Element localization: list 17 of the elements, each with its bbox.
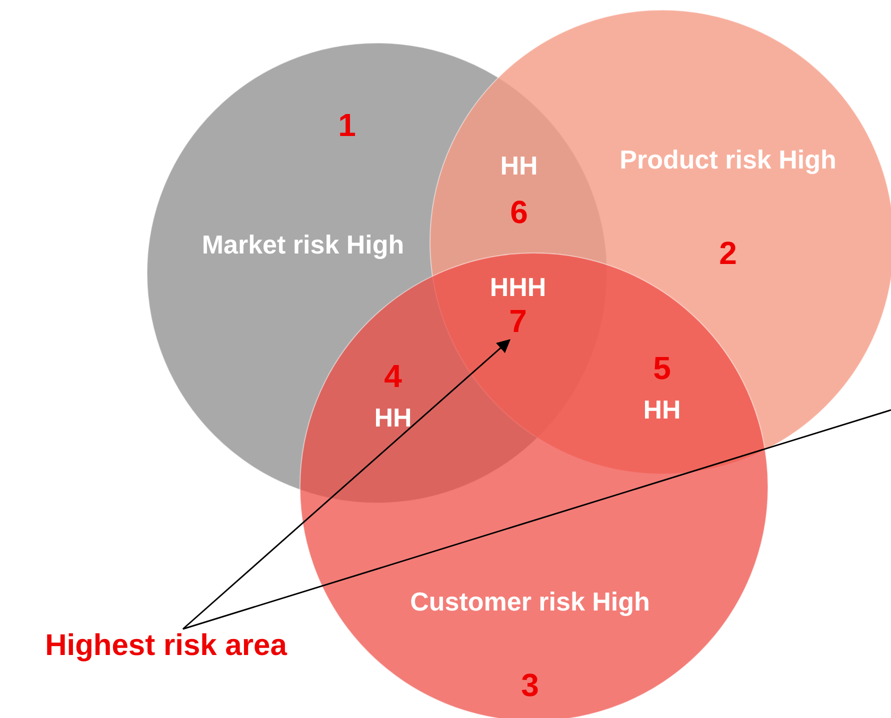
callout-text: Highest risk area <box>45 629 287 663</box>
region-number: 5 <box>653 348 671 388</box>
leader-line <box>182 339 511 630</box>
circle-label: Product risk High <box>620 144 836 176</box>
region-number: 3 <box>521 666 539 704</box>
region-number: 1 <box>338 106 356 144</box>
circle-label: Market risk High <box>202 229 404 261</box>
region-number: 6 <box>510 192 528 232</box>
region-number: 2 <box>719 234 737 272</box>
leader-line <box>182 409 891 630</box>
region-label: HH <box>374 402 412 434</box>
region-label: HH <box>500 150 538 182</box>
region-label: HHH <box>490 272 546 303</box>
region-number: 4 <box>384 356 402 396</box>
region-label: HH <box>643 394 681 426</box>
region-number: 7 <box>509 303 527 340</box>
circle-label: Customer risk High <box>410 586 650 618</box>
